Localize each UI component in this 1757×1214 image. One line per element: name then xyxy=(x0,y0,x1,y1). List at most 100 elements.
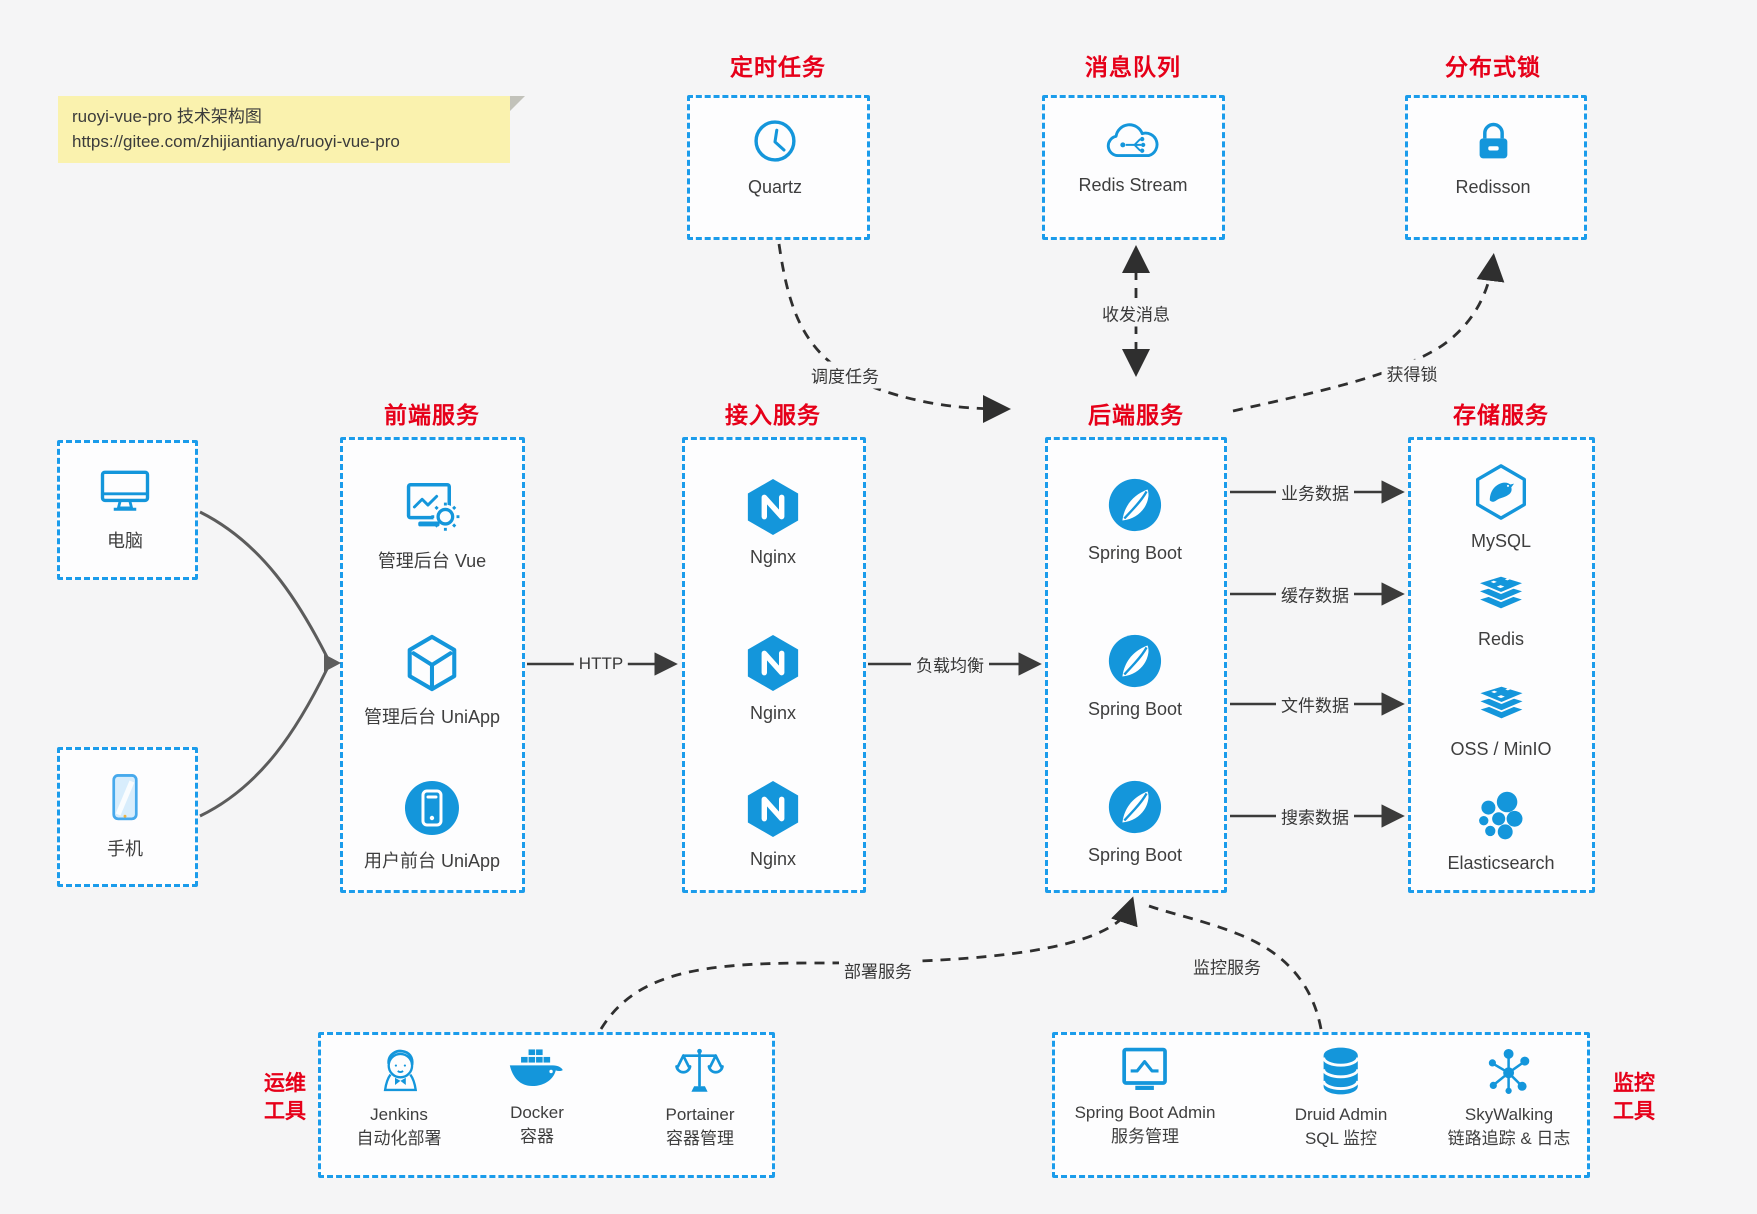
title-scheduled-tasks: 定时任务 xyxy=(730,54,826,80)
phone-icon xyxy=(99,770,151,831)
node-admin-uniapp: 管理后台 UniApp xyxy=(364,632,500,729)
portainer-scales-icon xyxy=(666,1044,735,1103)
node-phone: 手机 xyxy=(99,770,151,861)
node-mysql: MySQL xyxy=(1471,462,1531,552)
user-uniapp-icon xyxy=(364,778,500,843)
jenkins-icon xyxy=(357,1044,442,1103)
node-sublabel: 链路追踪 & 日志 xyxy=(1447,1129,1571,1149)
title-distributed-lock: 分布式锁 xyxy=(1445,54,1541,80)
node-label: Spring Boot xyxy=(1087,543,1183,563)
client-curves xyxy=(199,510,329,818)
node-jenkins: Jenkins 自动化部署 xyxy=(357,1044,442,1151)
edge-label-business-data: 业务数据 xyxy=(1276,478,1354,506)
node-user-uniapp: 用户前台 UniApp xyxy=(364,778,500,873)
title-message-queue: 消息队列 xyxy=(1085,54,1181,80)
edge-label-load-balance: 负载均衡 xyxy=(911,650,989,678)
node-redis: Redis xyxy=(1472,566,1530,650)
node-oss-minio: OSS / MinIO xyxy=(1450,676,1552,760)
node-docker: Docker 容器 xyxy=(507,1046,567,1149)
node-label: Redisson xyxy=(1455,177,1531,197)
note-url: https://gitee.com/zhijiantianya/ruoyi-vu… xyxy=(72,131,400,151)
node-sublabel: 容器管理 xyxy=(665,1129,734,1149)
network-nodes-icon xyxy=(1448,1044,1571,1103)
nginx-icon xyxy=(744,778,802,845)
elasticsearch-icon xyxy=(1447,788,1554,849)
node-label: 电脑 xyxy=(107,531,143,551)
node-label: Nginx xyxy=(749,547,797,567)
node-redis-stream: Redis Stream xyxy=(1078,116,1188,196)
node-portainer: Portainer 容器管理 xyxy=(665,1044,735,1151)
node-label: Redis xyxy=(1477,629,1525,649)
note-title: ruoyi-vue-pro 技术架构图 xyxy=(72,107,262,126)
edge-label-cache-data: 缓存数据 xyxy=(1276,580,1354,608)
node-label: Spring Boot Admin xyxy=(1074,1103,1216,1122)
node-sublabel: 服务管理 xyxy=(1111,1127,1179,1147)
node-nginx-3: Nginx xyxy=(744,778,802,870)
node-label: Docker xyxy=(510,1103,564,1122)
node-label: Redis Stream xyxy=(1078,175,1188,195)
springboot-icon xyxy=(1088,476,1182,539)
desktop-icon xyxy=(95,464,155,523)
client-arrowhead xyxy=(324,654,341,672)
title-ops-tools: 运维 工具 xyxy=(264,1072,306,1123)
node-label: 管理后台 Vue xyxy=(377,551,487,571)
node-label: OSS / MinIO xyxy=(1450,739,1552,759)
node-springboot-1: Spring Boot xyxy=(1088,476,1182,564)
node-quartz: Quartz xyxy=(748,114,802,198)
title-gateway-services: 接入服务 xyxy=(725,402,821,428)
database-icon xyxy=(1295,1044,1388,1103)
node-label: 管理后台 UniApp xyxy=(363,707,501,727)
quartz-box xyxy=(687,95,870,240)
lock-icon xyxy=(1455,114,1530,173)
springboot-admin-icon xyxy=(1075,1044,1216,1101)
springboot-icon xyxy=(1088,632,1182,695)
monitor-tools-box xyxy=(1052,1032,1590,1178)
node-label: MySQL xyxy=(1470,531,1532,551)
node-springboot-2: Spring Boot xyxy=(1088,632,1182,720)
edge-label-file-data: 文件数据 xyxy=(1276,690,1354,718)
node-springboot-3: Spring Boot xyxy=(1088,778,1182,866)
edge-label-search-data: 搜索数据 xyxy=(1276,802,1354,830)
node-label: Spring Boot xyxy=(1087,699,1183,719)
uniapp-cube-icon xyxy=(364,632,500,699)
node-skywalking: SkyWalking 链路追踪 & 日志 xyxy=(1447,1044,1571,1151)
docker-icon xyxy=(507,1046,567,1101)
edge-label-monitoring: 监控服务 xyxy=(1188,952,1266,980)
node-sublabel: SQL 监控 xyxy=(1304,1129,1378,1149)
node-label: Druid Admin xyxy=(1294,1105,1388,1124)
node-label: Portainer xyxy=(665,1105,735,1124)
node-label: Nginx xyxy=(749,703,797,723)
admin-vue-icon xyxy=(378,476,486,543)
node-nginx-1: Nginx xyxy=(744,476,802,568)
cloud-stream-icon xyxy=(1078,116,1187,171)
springboot-icon xyxy=(1088,778,1182,841)
redis-stream-box xyxy=(1042,95,1225,240)
node-label: Spring Boot xyxy=(1087,845,1183,865)
node-label: Quartz xyxy=(747,177,803,197)
title-monitor-tools: 监控 工具 xyxy=(1613,1072,1655,1123)
node-label: SkyWalking xyxy=(1464,1105,1554,1124)
nginx-icon xyxy=(744,476,802,543)
node-springboot-admin: Spring Boot Admin 服务管理 xyxy=(1074,1044,1216,1149)
node-label: 用户前台 UniApp xyxy=(363,851,501,871)
node-redisson: Redisson xyxy=(1455,114,1531,198)
edge-label-schedule: 调度任务 xyxy=(806,361,884,389)
edge-label-deploy: 部署服务 xyxy=(839,956,917,984)
title-frontend-services: 前端服务 xyxy=(384,402,480,428)
node-label: Elasticsearch xyxy=(1447,853,1555,873)
node-sublabel: 容器 xyxy=(520,1127,554,1147)
edge-label-http: HTTP xyxy=(573,653,629,675)
node-pc: 电脑 xyxy=(95,464,155,553)
node-label: Jenkins xyxy=(370,1105,428,1124)
sticky-note: ruoyi-vue-pro 技术架构图 https://gitee.com/zh… xyxy=(58,96,525,164)
note-fold-corner xyxy=(510,96,525,111)
edge-label-lock: 获得锁 xyxy=(1381,359,1443,387)
edge-label-message: 收发消息 xyxy=(1097,299,1175,327)
title-backend-services: 后端服务 xyxy=(1088,402,1184,428)
redisson-box xyxy=(1405,95,1587,240)
nginx-icon xyxy=(744,632,802,699)
node-sublabel: 自动化部署 xyxy=(356,1129,442,1149)
redis-icon xyxy=(1472,566,1530,625)
mysql-icon xyxy=(1471,462,1531,527)
